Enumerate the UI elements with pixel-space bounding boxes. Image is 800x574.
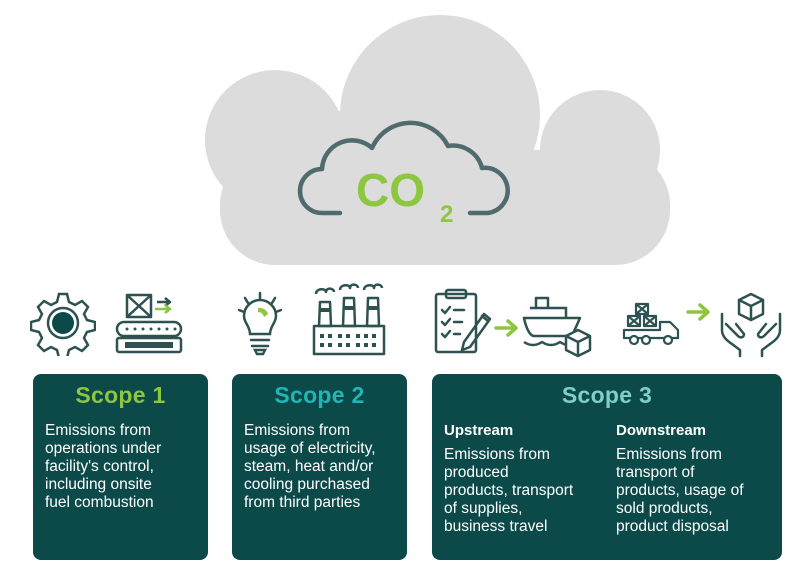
delivery-truck-icon — [622, 302, 680, 346]
downstream-description: Emissions from transport of products, us… — [616, 446, 744, 535]
scope-2-description: Emissions from usage of electricity, ste… — [244, 422, 376, 511]
inner-cloud-outline — [297, 120, 510, 216]
scope-2-card: Scope 2 Emissions from usage of electric… — [232, 374, 407, 560]
clipboard-pen-icon — [434, 288, 492, 354]
scope-1-description: Emissions from operations under facility… — [45, 422, 162, 511]
co2-text: CO — [356, 164, 425, 216]
downstream-heading: Downstream — [616, 422, 707, 439]
cloud-icon — [205, 15, 670, 265]
upstream-description: Emissions from produced products, transp… — [444, 446, 574, 535]
scope-1-title: Scope 1 — [75, 382, 166, 408]
light-bulb-icon — [237, 291, 283, 356]
arrow-right-icon — [494, 319, 518, 337]
scope-3-title: Scope 3 — [561, 382, 653, 408]
scope-3-card: Scope 3 Upstream Emissions from produced… — [432, 374, 782, 560]
conveyor-belt-icon — [115, 293, 183, 354]
scope-2-title: Scope 2 — [274, 382, 365, 408]
factory-icon — [312, 283, 386, 356]
hands-box-icon — [720, 292, 782, 358]
co2-subscript: 2 — [440, 201, 453, 228]
gear-icon — [30, 292, 96, 356]
ship-icon — [522, 296, 592, 358]
scope-1-card: Scope 1 Emissions from operations under … — [33, 374, 208, 560]
arrow-right-icon — [686, 303, 710, 321]
upstream-heading: Upstream — [444, 422, 514, 439]
co2-cloud-graphic: CO 2 — [0, 0, 800, 280]
